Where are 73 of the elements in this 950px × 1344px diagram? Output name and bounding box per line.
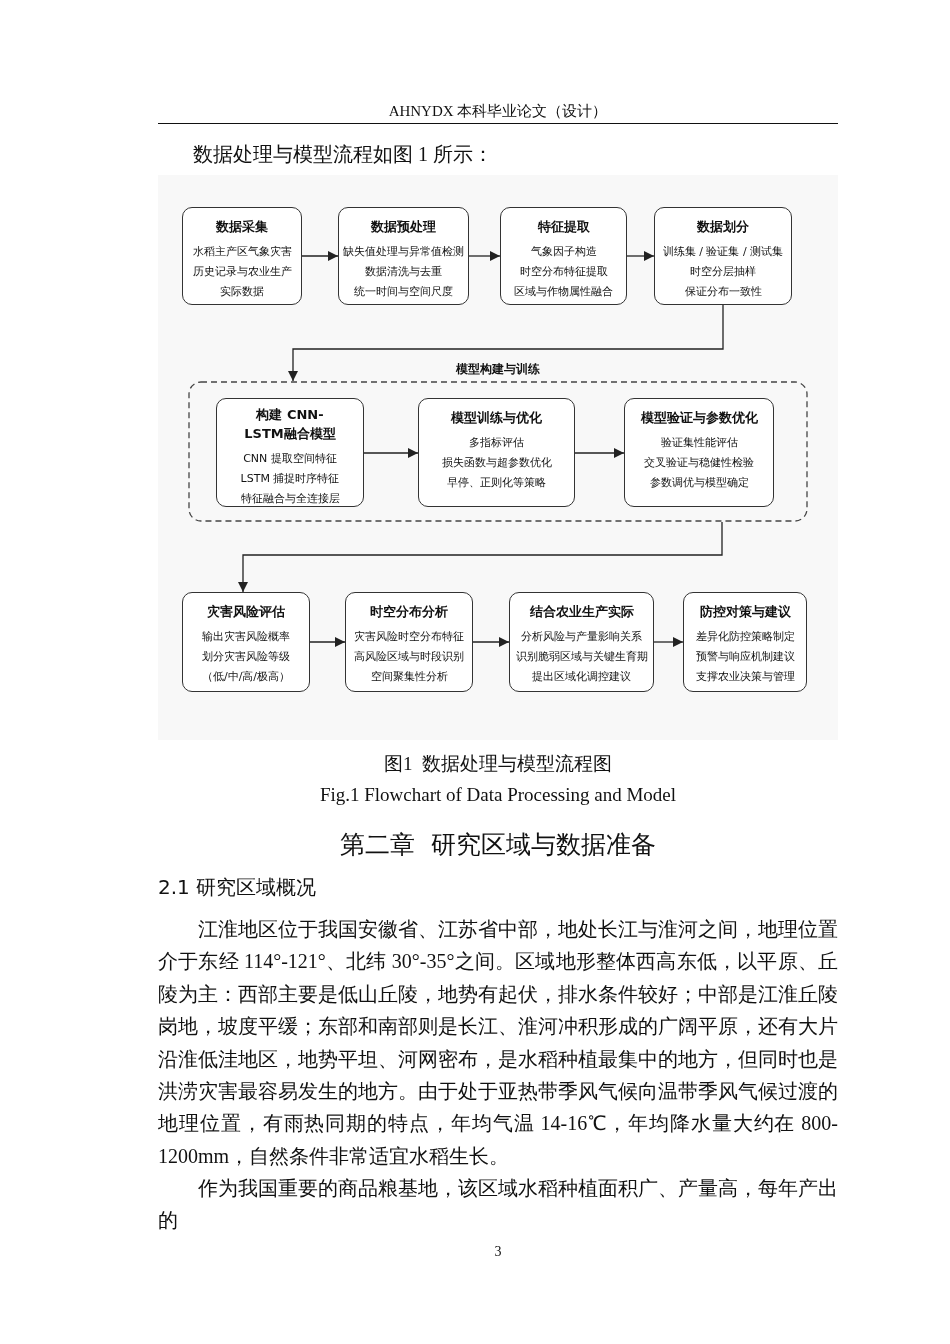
process-box bbox=[418, 398, 575, 507]
box-text: 参数调优与模型确定 bbox=[649, 475, 749, 491]
arrow bbox=[288, 304, 724, 382]
box-text: 输出灾害风险概率 bbox=[202, 629, 290, 645]
box-text: 交叉验证与稳健性检验 bbox=[644, 455, 754, 471]
arrow bbox=[574, 448, 625, 458]
arrow bbox=[468, 251, 501, 261]
figure-caption: Fig.1 Flowchart of Data Processing and Model bbox=[318, 784, 678, 806]
box-text: 气象因子构造 bbox=[530, 244, 597, 260]
process-box bbox=[216, 398, 364, 507]
process-box bbox=[624, 398, 774, 507]
box-text: 空间聚集性分析 bbox=[370, 669, 448, 685]
box-text: 损失函数与超参数优化 bbox=[441, 455, 552, 471]
box-title: 模型验证与参数优化 bbox=[640, 409, 758, 427]
body-paragraph: 江淮地区位于我国安徽省、江苏省中部，地处长江与淮河之间，地理位置介于东经 114°-121°、北纬 30°-35°之间。区域地形整体西高东低，以平原、丘陵为主：西部主要是低山丘陵，地势有起伏，排水条件较好；中部是江淮丘陵岗地，坡度平缓；东部和南部则是长江、淮河冲积形成的广阔平原，还有大片沿淮低洼地区，地势平坦、河网密布，是水稻种植最集中的地方，但同时也是洪涝灾害最容易发生的地方。由于处于亚热带季风气候向温带季风气候过渡的地理位置，有雨热同期的特点，年均气温 14-16℃，年均降水量大约在 800-1200mm，自然条件非常适宜水稻生长。 bbox=[158, 917, 838, 1169]
box-text: 特征融合与全连接层 bbox=[240, 491, 340, 507]
process-box bbox=[683, 592, 807, 692]
box-text: 划分灾害风险等级 bbox=[202, 649, 290, 665]
arrow bbox=[472, 637, 510, 647]
process-box bbox=[345, 592, 473, 692]
figure-caption: 图1 数据处理与模型流程图 bbox=[383, 752, 613, 776]
box-title: 数据预处理 bbox=[371, 218, 436, 236]
box-text: 数据清洗与去重 bbox=[365, 264, 442, 280]
box-title: 灾害风险评估 bbox=[207, 603, 285, 621]
box-text: 统一时间与空间尺度 bbox=[354, 284, 453, 300]
box-text: CNN 提取空间特征 bbox=[243, 451, 337, 467]
process-box bbox=[654, 207, 792, 305]
arrow bbox=[626, 251, 655, 261]
box-text: 多指标评估 bbox=[469, 435, 524, 451]
box-text: 高风险区域与时段识别 bbox=[354, 649, 464, 665]
arrow bbox=[363, 448, 419, 458]
box-text: 灾害风险时空分布特征 bbox=[354, 629, 464, 645]
arrow bbox=[238, 521, 723, 593]
box-text: 训练集 / 验证集 / 测试集 bbox=[662, 244, 784, 260]
box-text: 缺失值处理与异常值检测 bbox=[343, 244, 464, 260]
chapter-heading: 第二章 研究区域与数据准备 bbox=[339, 829, 657, 861]
process-box bbox=[500, 207, 627, 305]
box-title: 构建 CNN-LSTM融合模型 bbox=[243, 406, 337, 443]
box-text: 水稻主产区气象灾害历史记录与农业生产实际数据 bbox=[192, 244, 292, 300]
box-title: 数据划分 bbox=[697, 218, 749, 236]
box-text: 提出区域化调控建议 bbox=[532, 669, 631, 685]
box-text: 区域与作物属性融合 bbox=[514, 284, 613, 300]
box-text: （低/中/高/极高） bbox=[201, 669, 291, 685]
box-text: 分析风险与产量影响关系 bbox=[521, 629, 642, 645]
section-heading: 2.1 研究区域概况 bbox=[158, 874, 317, 901]
body-paragraph: 作为我国重要的商品粮基地，该区域水稻种植面积广、产量高，每年产出的 bbox=[158, 1176, 838, 1234]
box-text: 差异化防控策略制定 bbox=[695, 629, 795, 645]
body-text: 数据处理与模型流程如图 1 所示： bbox=[193, 142, 493, 167]
process-box bbox=[509, 592, 654, 692]
box-title: 结合农业生产实际 bbox=[529, 603, 634, 621]
box-title: 时空分布分析 bbox=[370, 603, 448, 621]
box-text: 识别脆弱区域与关键生育期 bbox=[515, 649, 648, 665]
box-title: 防控对策与建议 bbox=[699, 603, 791, 621]
box-text: 验证集性能评估 bbox=[660, 435, 738, 451]
box-text: 预警与响应机制建议 bbox=[695, 649, 795, 665]
box-text: 时空分层抽样 bbox=[690, 264, 756, 280]
box-text: 支撑农业决策与管理 bbox=[695, 669, 795, 685]
box-text: 保证分布一致性 bbox=[684, 284, 762, 300]
arrow bbox=[309, 637, 346, 647]
arrow bbox=[653, 637, 684, 647]
box-text: LSTM 捕捉时序特征 bbox=[240, 471, 340, 487]
process-box bbox=[182, 207, 302, 305]
process-box bbox=[338, 207, 469, 305]
box-title: 模型训练与优化 bbox=[451, 409, 542, 427]
group-title: 模型构建与训练 bbox=[455, 361, 541, 378]
box-text: 时空分布特征提取 bbox=[519, 264, 608, 280]
page-header: AHNYDX 本科毕业论文（设计） bbox=[387, 102, 609, 121]
box-text: 早停、正则化等策略 bbox=[447, 475, 546, 491]
box-title: 数据采集 bbox=[216, 218, 268, 236]
box-title: 特征提取 bbox=[537, 218, 590, 236]
process-box bbox=[182, 592, 310, 692]
arrow bbox=[301, 251, 339, 261]
page-number: 3 bbox=[493, 1244, 503, 1260]
